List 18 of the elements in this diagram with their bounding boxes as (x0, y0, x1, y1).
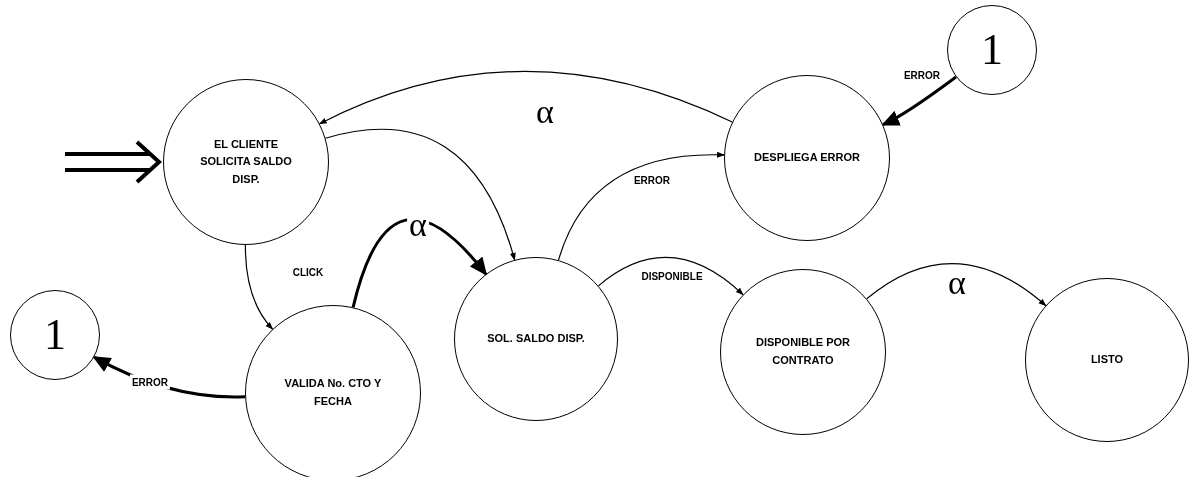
arrow (244, 244, 274, 330)
edge-label: ERROR (129, 374, 171, 390)
state-label: EL CLIENTE SOLICITA SALDO DISP. (199, 136, 293, 187)
arrow (866, 262, 1047, 307)
state-label: 1 (44, 313, 66, 357)
state-label: SOL. SALDO DISP. (487, 331, 585, 347)
arrow (557, 151, 726, 261)
state-label: DISPONIBLE POR CONTRATO (754, 335, 852, 368)
state-label: LISTO (1090, 352, 1124, 368)
state-label: 1 (981, 28, 1003, 72)
state-label: DESPLIEGA ERROR (754, 150, 860, 166)
arrow (597, 257, 744, 296)
arrow (318, 70, 733, 125)
arrow (881, 75, 957, 126)
arrow (351, 218, 488, 308)
state-label: VALIDA No. CTO Y FECHA (283, 376, 383, 409)
double-arrow (63, 140, 162, 184)
arrow (324, 129, 516, 261)
